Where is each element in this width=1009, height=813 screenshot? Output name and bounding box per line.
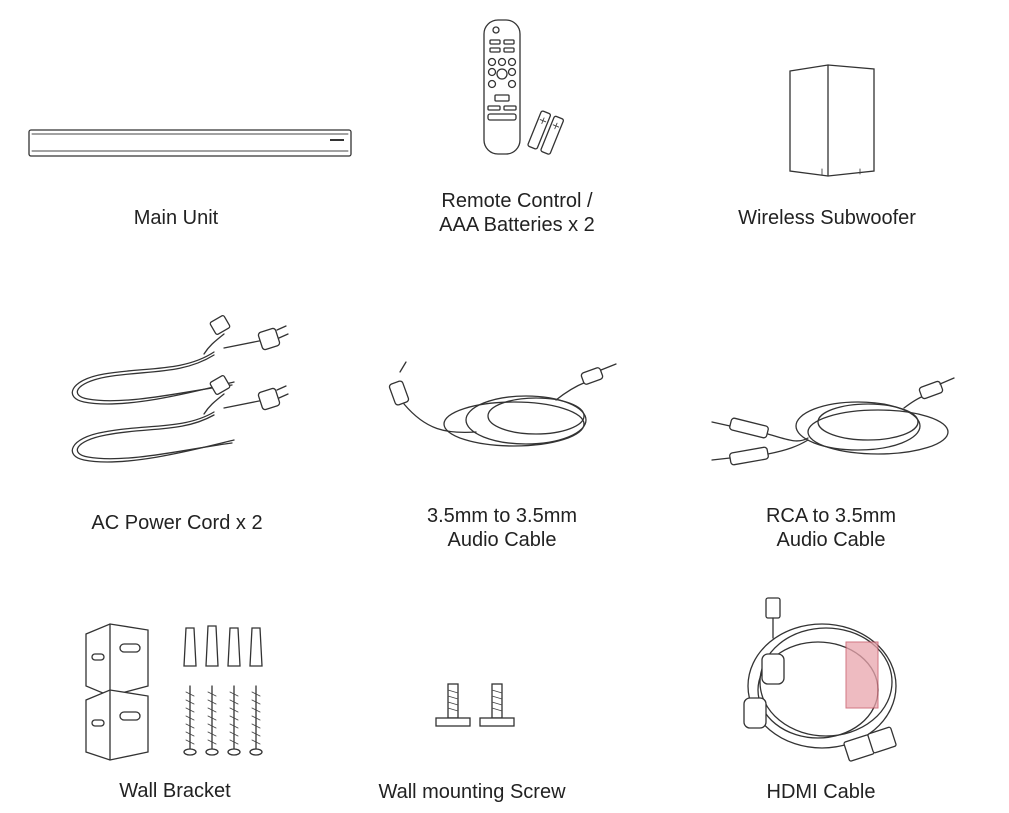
subwoofer-label: Wireless Subwoofer [738,207,916,229]
subwoofer-icon [788,63,878,179]
hdmi-cable-label: HDMI Cable [766,781,876,803]
wall-bracket-icon [82,620,282,762]
soundbar-icon [28,128,354,160]
wall-bracket-label: Wall Bracket [119,780,231,802]
power-cord-icon [64,312,294,472]
aux-cable-icon [386,360,622,460]
rca-cable-icon [708,374,958,474]
power-cord-label: AC Power Cord x 2 [91,512,263,534]
remote-control-label: Remote Control / AAA Batteries x 2 [439,190,595,236]
rca-cable-label: RCA to 3.5mm Audio Cable [765,505,897,551]
main-unit-label: Main Unit [133,207,219,229]
screw-icon [432,680,522,730]
aux-cable-label: 3.5mm to 3.5mm Audio Cable [426,505,578,551]
hdmi-cable-icon [742,590,912,766]
remote-control-icon [482,18,582,158]
screw-label: Wall mounting Screw [378,781,566,803]
